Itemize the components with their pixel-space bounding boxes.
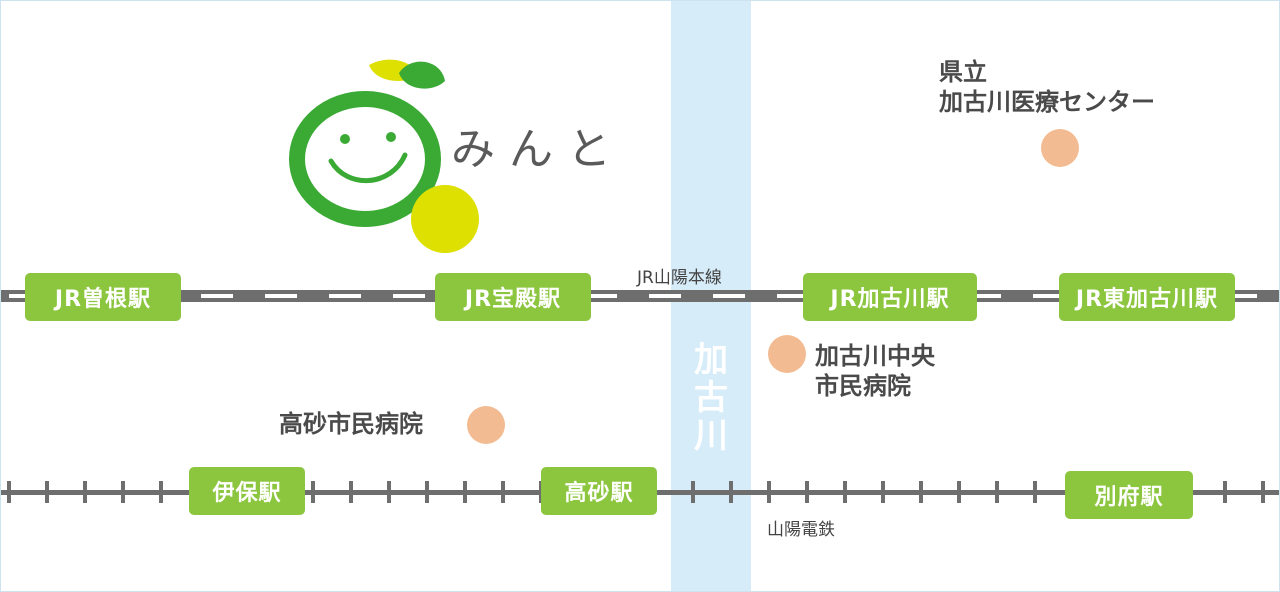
sanyo-line-tick bbox=[425, 481, 429, 503]
sanyo-line-tick bbox=[691, 481, 695, 503]
sanyo-line-tick bbox=[805, 481, 809, 503]
sanyo-line-tick bbox=[1033, 481, 1037, 503]
sanyo-line-tick bbox=[45, 481, 49, 503]
logo-smile-icon bbox=[328, 152, 408, 184]
river-label-char-2: 古 bbox=[694, 378, 728, 418]
sanyo-line-tick bbox=[881, 481, 885, 503]
hospital-kakogawa-central-label: 加古川中央 市民病院 bbox=[815, 341, 935, 401]
logo-eye-right-icon bbox=[386, 132, 396, 142]
hospital-kakogawa-central-line1: 加古川中央 bbox=[815, 342, 935, 370]
hospital-takasago-label: 高砂市民病院 bbox=[279, 410, 423, 438]
hospital-prefectural-line1: 県立 bbox=[939, 58, 987, 86]
logo-leaf-green-icon bbox=[399, 61, 445, 89]
minto-logo bbox=[289, 59, 479, 253]
sanyo-line-tick bbox=[843, 481, 847, 503]
sanyo-line-tick bbox=[729, 481, 733, 503]
sanyo-line-tick bbox=[121, 481, 125, 503]
hospital-kakogawa-central-marker bbox=[768, 335, 806, 373]
river-label-char-1: 加 bbox=[694, 340, 728, 380]
sanyo-line-tick bbox=[957, 481, 961, 503]
sanyo-line-tick bbox=[7, 481, 11, 503]
sanyo-line-tick bbox=[349, 481, 353, 503]
station-jr-sone: JR曽根駅 bbox=[25, 273, 181, 321]
jr-line-label: JR山陽本線 bbox=[637, 268, 722, 288]
hospital-takasago-marker bbox=[467, 406, 505, 444]
logo-text: みんと bbox=[451, 124, 625, 175]
sanyo-line-tick bbox=[463, 481, 467, 503]
sanyo-line-tick bbox=[311, 481, 315, 503]
logo-eye-left-icon bbox=[340, 134, 350, 144]
sanyo-line-tick bbox=[995, 481, 999, 503]
river-label-char-3: 川 bbox=[694, 416, 728, 456]
station-jr-hoden: JR宝殿駅 bbox=[435, 273, 591, 321]
river-label: 加 古 川 bbox=[687, 341, 735, 455]
hospital-prefectural-label: 県立 加古川医療センター bbox=[939, 57, 1155, 117]
station-jr-higashikakogawa: JR東加古川駅 bbox=[1059, 273, 1235, 321]
sanyo-line-tick bbox=[1223, 481, 1227, 503]
station-takasago: 高砂駅 bbox=[541, 467, 657, 515]
sanyo-line-label: 山陽電鉄 bbox=[767, 520, 835, 540]
sanyo-line-tick bbox=[501, 481, 505, 503]
station-befu: 別府駅 bbox=[1065, 471, 1193, 519]
sanyo-line-tick bbox=[387, 481, 391, 503]
sanyo-line-tick bbox=[767, 481, 771, 503]
sanyo-line-tick bbox=[919, 481, 923, 503]
hospital-prefectural-marker bbox=[1041, 129, 1079, 167]
logo-face-icon bbox=[289, 91, 441, 227]
sanyo-line-tick bbox=[159, 481, 163, 503]
sanyo-line-tick bbox=[83, 481, 87, 503]
sanyo-line-tick bbox=[1261, 481, 1265, 503]
logo-fruit-icon bbox=[411, 185, 479, 253]
station-jr-kakogawa: JR加古川駅 bbox=[803, 273, 977, 321]
hospital-prefectural-line2: 加古川医療センター bbox=[939, 88, 1155, 116]
station-iho: 伊保駅 bbox=[189, 467, 305, 515]
hospital-kakogawa-central-line2: 市民病院 bbox=[815, 372, 911, 400]
